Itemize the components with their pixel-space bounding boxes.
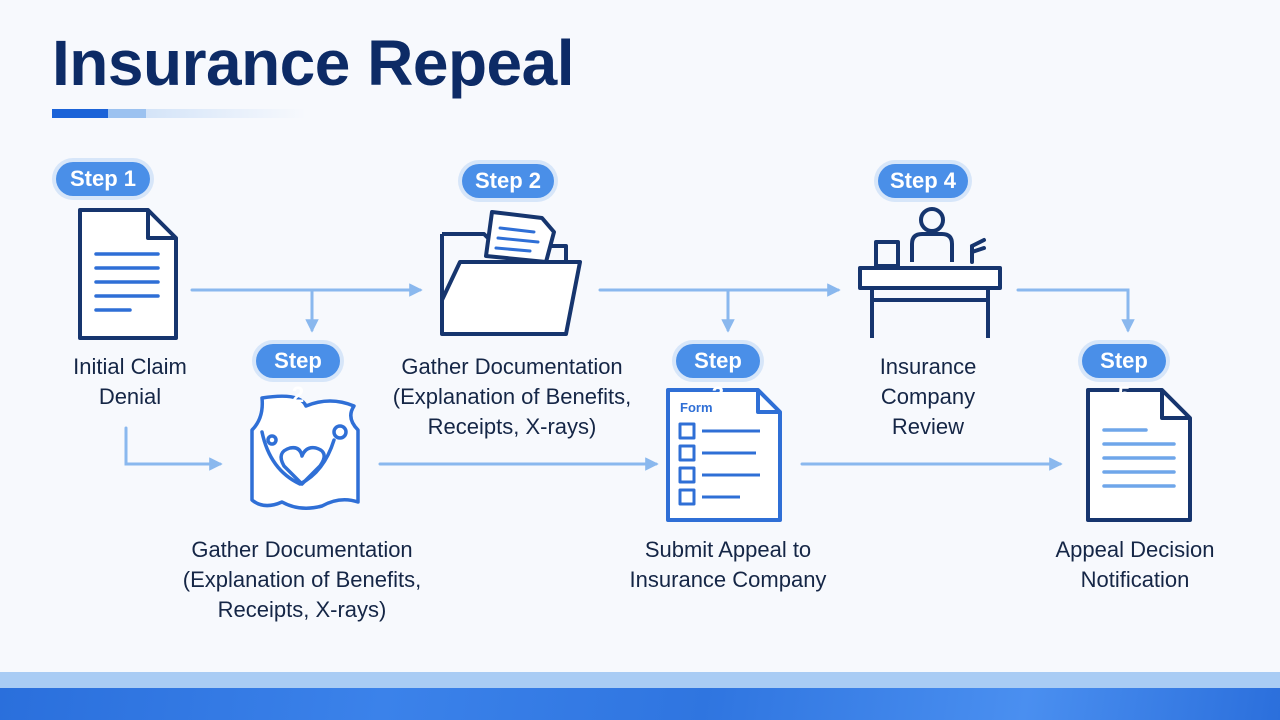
step-5-badge: Step 5 <box>1082 344 1166 407</box>
page-title: Insurance Repeal <box>52 27 575 99</box>
step-2-label-top: Gather Documentation (Explanation of Ben… <box>392 354 632 439</box>
connector-step1-to-step2-bottom <box>124 426 223 471</box>
folder-icon <box>440 210 582 336</box>
form-icon: Form <box>666 388 782 522</box>
title-underline-light <box>108 109 146 118</box>
step-3-label: Submit Appeal to Insurance Company <box>629 537 827 592</box>
step-4-badge: Step 4 <box>878 164 968 198</box>
title-underline-accent <box>52 109 108 118</box>
step-2-label-bottom: Gather Documentation (Explanation of Ben… <box>182 537 422 622</box>
connector-step4-to-step5 <box>1016 288 1135 333</box>
title-underline-fade <box>146 109 306 118</box>
step-3-badge: Step 3 <box>676 344 760 407</box>
step-2-badge-top: Step 2 <box>462 164 554 198</box>
document-icon <box>78 208 178 340</box>
step-1-label: Initial Claim Denial <box>73 354 187 409</box>
step-5-label: Appeal Decision Notification <box>1055 537 1215 592</box>
form-header-text: Form <box>680 400 713 415</box>
step-1-badge: Step 1 <box>56 162 150 196</box>
medical-heart-icon <box>250 394 360 510</box>
step-2-badge-bottom: Step 2 <box>256 344 340 407</box>
desk-reviewer-icon <box>858 207 1002 338</box>
footer-band-dark <box>0 688 1280 720</box>
footer-band-light <box>0 672 1280 688</box>
notification-document-icon <box>1086 388 1192 522</box>
step-4-label: Insurance Company Review <box>879 354 977 439</box>
